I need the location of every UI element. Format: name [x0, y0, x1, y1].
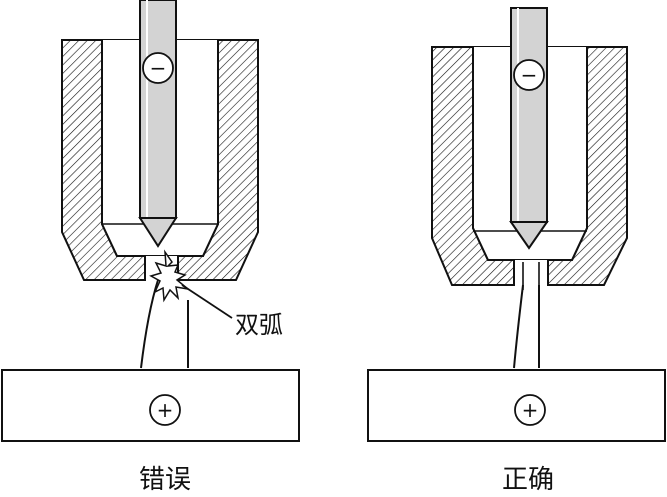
left-spark-icon — [149, 249, 191, 303]
double-arc-leader-line — [181, 284, 233, 319]
left-electrode — [138, 0, 178, 248]
right-workpiece-plus-icon: + — [514, 394, 546, 426]
svg-text:−: − — [150, 56, 167, 80]
right-electrode-minus-icon: − — [513, 59, 545, 91]
left-electrode-minus-icon: − — [142, 52, 174, 84]
right-caption: 正确 — [502, 465, 554, 495]
svg-text:−: − — [521, 63, 538, 87]
double-arc-label: 双弧 — [235, 311, 283, 339]
left-caption: 错误 — [139, 465, 191, 495]
right-electrode — [509, 7, 549, 250]
svg-text:+: + — [522, 398, 539, 422]
right-panel: − + 正确 — [367, 7, 666, 495]
svg-text:+: + — [157, 398, 174, 422]
left-arc-line — [140, 279, 159, 369]
left-panel: − 双弧 + 错误 — [1, 0, 300, 495]
left-workpiece-plus-icon: + — [149, 394, 181, 426]
